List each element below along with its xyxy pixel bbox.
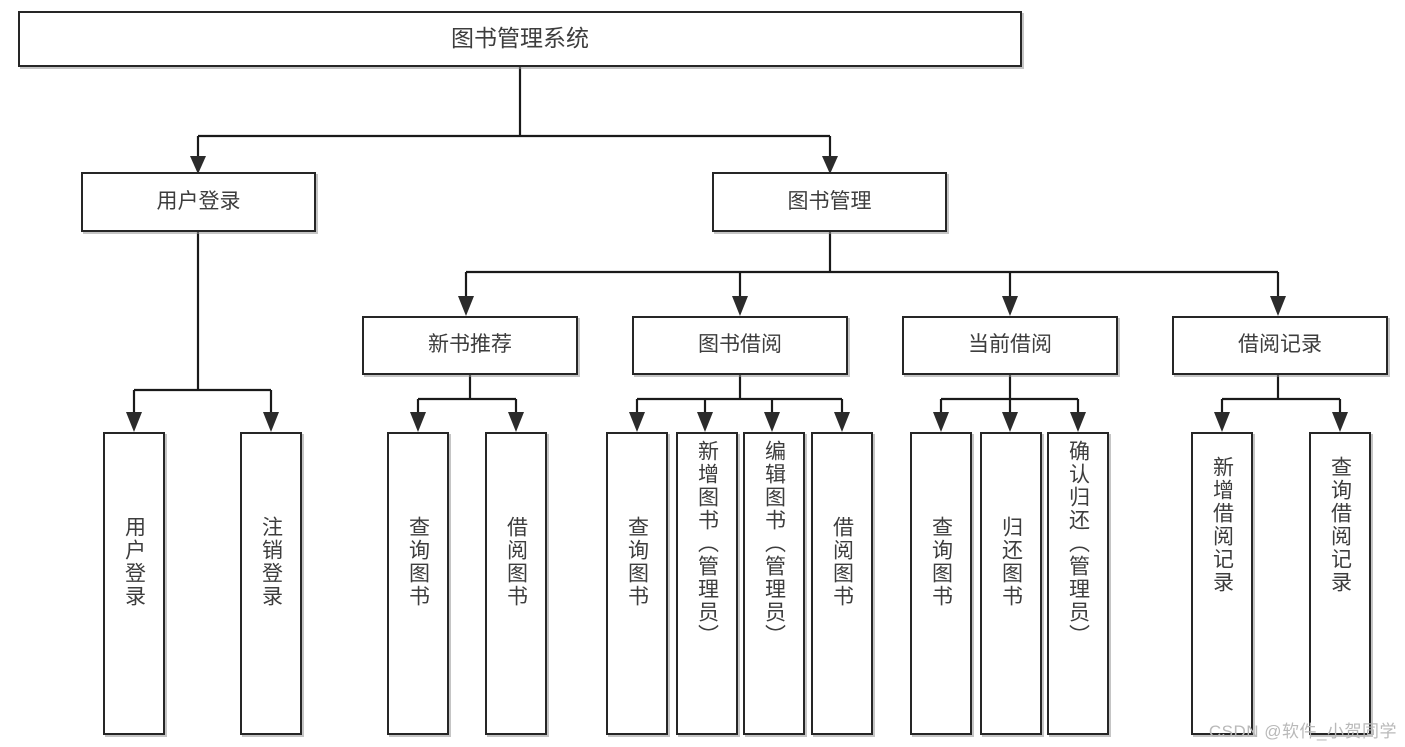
leaf-current-borrow-query-label: 查询图书: [929, 516, 953, 608]
csdn-watermark: CSDN @软件_小贺同学: [1208, 722, 1397, 741]
leaf-current-borrow-confirm-label: 确认归还（管理员）: [1066, 440, 1090, 647]
node-current-borrow-label: 当前借阅: [968, 333, 1052, 357]
leaf-current-borrow-confirm[interactable]: 确认归还（管理员）: [1047, 432, 1109, 735]
node-book-borrow-label: 图书借阅: [698, 333, 782, 357]
leaf-borrow-record-add[interactable]: 新增借阅记录: [1191, 432, 1253, 735]
leaf-book-borrow-borrow-label: 借阅图书: [830, 516, 854, 608]
leaf-current-borrow-return-label: 归还图书: [999, 516, 1023, 608]
leaf-user-login-login-label: 用户登录: [122, 516, 146, 608]
node-root[interactable]: 图书管理系统: [18, 11, 1022, 67]
leaf-current-borrow-query[interactable]: 查询图书: [910, 432, 972, 735]
leaf-book-borrow-edit-label: 编辑图书（管理员）: [762, 440, 786, 647]
leaf-book-borrow-query[interactable]: 查询图书: [606, 432, 668, 735]
leaf-current-borrow-return[interactable]: 归还图书: [980, 432, 1042, 735]
node-borrow-record-label: 借阅记录: [1238, 333, 1322, 357]
leaf-book-borrow-add[interactable]: 新增图书（管理员）: [676, 432, 738, 735]
leaf-user-login-login[interactable]: 用户登录: [103, 432, 165, 735]
leaf-book-borrow-add-label: 新增图书（管理员）: [695, 440, 719, 647]
leaf-new-book-borrow-label: 借阅图书: [504, 516, 528, 608]
node-new-book-recommend-label: 新书推荐: [428, 333, 512, 357]
leaf-user-login-logout[interactable]: 注销登录: [240, 432, 302, 735]
node-book-management-label: 图书管理: [787, 189, 872, 213]
node-new-book-recommend[interactable]: 新书推荐: [362, 316, 578, 375]
leaf-borrow-record-query[interactable]: 查询借阅记录: [1309, 432, 1371, 735]
leaf-user-login-logout-label: 注销登录: [259, 516, 283, 608]
leaf-book-borrow-borrow[interactable]: 借阅图书: [811, 432, 873, 735]
node-book-borrow[interactable]: 图书借阅: [632, 316, 848, 375]
node-user-login-label: 用户登录: [156, 189, 241, 213]
node-user-login[interactable]: 用户登录: [81, 172, 316, 232]
leaf-new-book-query[interactable]: 查询图书: [387, 432, 449, 735]
leaf-new-book-borrow[interactable]: 借阅图书: [485, 432, 547, 735]
node-current-borrow[interactable]: 当前借阅: [902, 316, 1118, 375]
leaf-book-borrow-query-label: 查询图书: [625, 516, 649, 608]
node-borrow-record[interactable]: 借阅记录: [1172, 316, 1388, 375]
node-root-label: 图书管理系统: [451, 25, 589, 52]
leaf-borrow-record-query-label: 查询借阅记录: [1328, 456, 1352, 594]
node-book-management[interactable]: 图书管理: [712, 172, 947, 232]
leaf-new-book-query-label: 查询图书: [406, 516, 430, 608]
leaf-borrow-record-add-label: 新增借阅记录: [1210, 456, 1234, 594]
leaf-book-borrow-edit[interactable]: 编辑图书（管理员）: [743, 432, 805, 735]
